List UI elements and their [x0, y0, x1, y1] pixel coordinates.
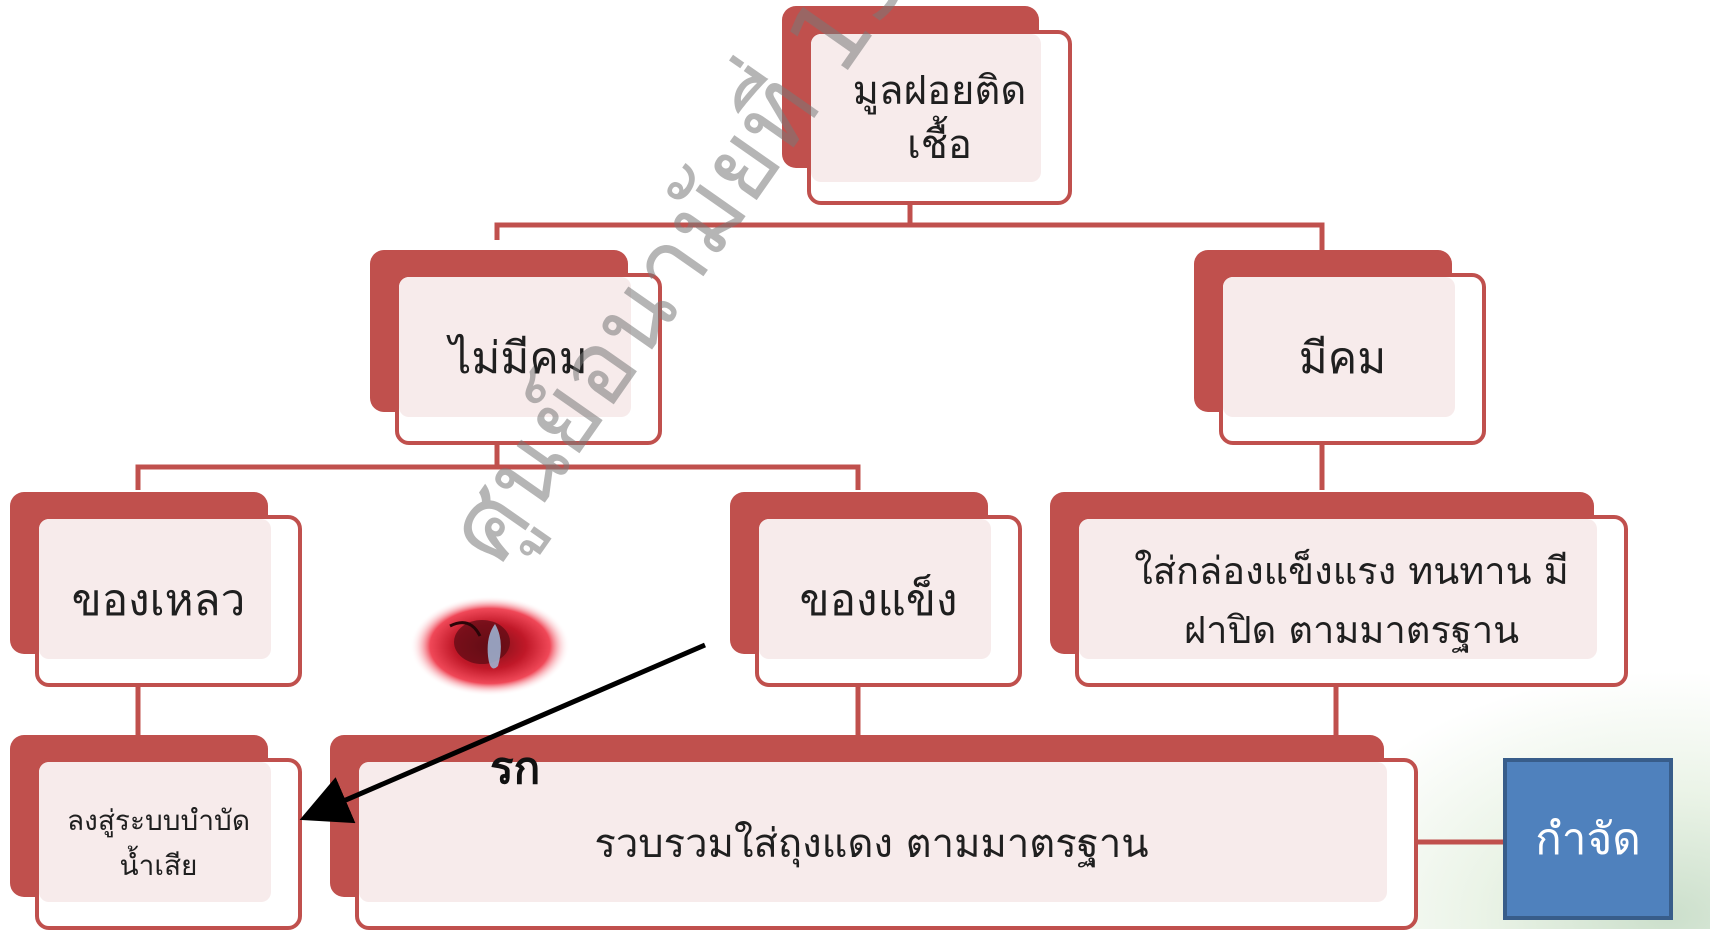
- node-wastewater: ลงสู่ระบบบำบัด น้ำเสีย: [10, 735, 302, 930]
- node-dispose-label: กำจัด: [1535, 814, 1641, 865]
- placenta-label: รก: [490, 743, 541, 794]
- node-solid: ของแข็ง: [730, 492, 1022, 687]
- node-red-bag: รวบรวมใส่ถุงแดง ตามมาตรฐาน: [330, 735, 1418, 930]
- node-no-sharp-label: ไม่มีคม: [449, 333, 588, 385]
- connector-level2: [494, 222, 1325, 250]
- node-liquid-label: ของเหลว: [71, 575, 246, 627]
- node-red-bag-label: รวบรวมใส่ถุงแดง ตามมาตรฐาน: [594, 821, 1149, 867]
- node-sharp: มีคม: [1194, 250, 1486, 445]
- placenta-image: [410, 596, 570, 696]
- node-solid-label: ของแข็ง: [799, 575, 958, 627]
- node-sharp-container-label: ใส่กล่องแข็งแรง ทนทาน มี ฝาปิด ตามมาตรฐา…: [1134, 549, 1569, 652]
- node-liquid: ของเหลว: [10, 492, 302, 687]
- node-root-label: มูลฝอยติด เชื้อ: [852, 67, 1027, 168]
- node-no-sharp: ไม่มีคม: [370, 250, 662, 445]
- node-root: มูลฝอยติด เชื้อ: [782, 6, 1072, 205]
- connector-level3: [135, 464, 861, 490]
- node-sharp-label: มีคม: [1298, 333, 1387, 385]
- node-dispose: กำจัด: [1503, 758, 1673, 920]
- node-sharp-container: ใส่กล่องแข็งแรง ทนทาน มี ฝาปิด ตามมาตรฐา…: [1050, 492, 1628, 687]
- node-wastewater-label: ลงสู่ระบบบำบัด น้ำเสีย: [67, 804, 250, 882]
